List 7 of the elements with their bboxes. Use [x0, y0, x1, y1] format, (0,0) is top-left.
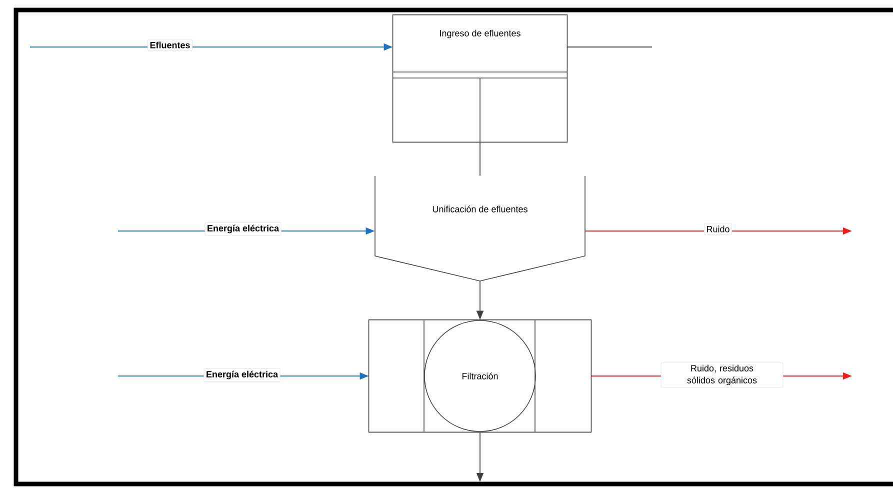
filter-unit: Filtración	[368, 319, 592, 433]
edge-label: Ruido, residuos sólidos orgánicos	[660, 362, 784, 388]
process-box: Ingreso de efluentes	[392, 14, 568, 143]
edge-label: Energía eléctrica	[204, 222, 282, 236]
edge-label: Energía eléctrica	[204, 368, 280, 382]
edge-label: Ruido	[704, 224, 732, 234]
edge-label: Efluentes	[148, 39, 192, 50]
